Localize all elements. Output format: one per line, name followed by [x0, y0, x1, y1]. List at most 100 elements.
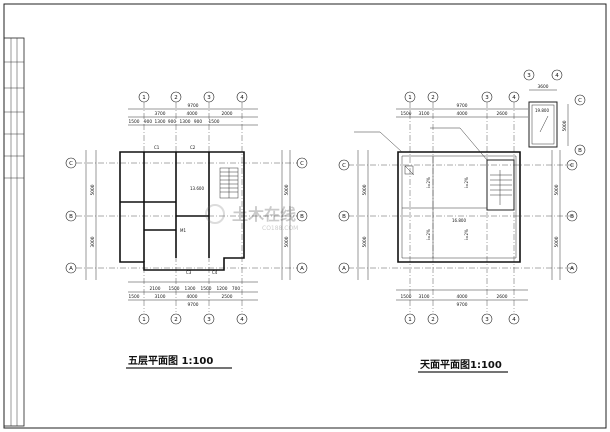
dim-right: 5000 [284, 236, 290, 247]
window-tag: C4 [212, 270, 218, 275]
dim-span-bottom: 3100 [155, 294, 166, 300]
dim-span-bottom: 4000 [457, 294, 468, 300]
slope-label: i=2% [426, 177, 431, 188]
dim-right: 5000 [554, 236, 560, 247]
grid-label: B [342, 214, 346, 220]
grid-label: 2 [174, 317, 178, 323]
right-side-grid: C B A C B A [338, 159, 578, 274]
roof-stair-cover [528, 101, 558, 148]
dim-span-bottom: 1500 [129, 294, 140, 300]
left-bottom-grid: 1 2 3 4 [138, 313, 248, 325]
dim-detail-bottom: 2100 [150, 286, 161, 292]
grid-label: A [342, 266, 346, 272]
grid-label: B [300, 214, 304, 220]
plan-title: 五层平面图 1:100 [128, 355, 213, 367]
plan-title: 天面平面图1:100 [420, 359, 502, 371]
grid-label: 4 [512, 317, 516, 323]
dim-detail-bottom: 700 [232, 286, 240, 292]
grid-label: 4 [555, 73, 559, 79]
grid-label: C [570, 163, 574, 169]
dim-span: 3100 [419, 111, 430, 117]
grid-label: A [69, 266, 73, 272]
grid-label: C [300, 161, 304, 167]
slope-label: i=2% [426, 229, 431, 240]
roof-plan: 3 4 3600 19.800 C B 5000 1 2 3 4 9700 15… [338, 69, 586, 373]
fifth-floor-plan: 1 2 3 4 9700 3700 4000 2000 1500 900 130… [65, 91, 308, 369]
grid-label: A [300, 266, 304, 272]
dim-detail: 1500 [129, 119, 140, 125]
dim-total-top: 9700 [457, 103, 468, 109]
slope-label: i=2% [464, 177, 469, 188]
dim-right: 5000 [554, 184, 560, 195]
dim-span: 1500 [401, 111, 412, 117]
outer-walls [119, 151, 245, 271]
grid-label: B [69, 214, 73, 220]
dim-span-bottom: 3100 [419, 294, 430, 300]
dim-total-bottom: 9700 [457, 302, 468, 308]
roof-dim-top: 3600 [538, 84, 549, 90]
grid-label: 4 [512, 95, 516, 101]
grid-label: 3 [485, 317, 489, 323]
grid-label: 4 [240, 317, 244, 323]
dim-left: 5000 [362, 236, 368, 247]
grid-label: C [578, 98, 582, 104]
dim-left: 5000 [90, 184, 96, 195]
dim-span: 3700 [155, 111, 166, 117]
title-strip [3, 37, 25, 427]
dim-span-bottom: 4000 [187, 294, 198, 300]
right-top-grid: 1 2 3 4 [404, 91, 520, 103]
grid-label: 2 [431, 95, 435, 101]
dim-span: 4000 [187, 111, 198, 117]
dim-span-bottom: 2500 [222, 294, 233, 300]
left-side-grid: C B A C B A [65, 157, 308, 274]
dim-left: 5000 [362, 184, 368, 195]
elevation-label: 13.600 [190, 186, 204, 191]
grid-label: 1 [408, 95, 412, 101]
dim-span: 2600 [497, 111, 508, 117]
grid-label: 1 [408, 317, 412, 323]
dim-left: 3000 [90, 236, 96, 247]
grid-label: 3 [527, 73, 531, 79]
dim-detail: 900 [194, 119, 202, 125]
grid-label: B [570, 214, 574, 220]
watermark-sub: CO188.COM [262, 225, 298, 232]
grid-label: 3 [485, 95, 489, 101]
grid-label: 1 [142, 317, 146, 323]
dim-total-bottom: 9700 [188, 302, 199, 308]
right-bottom-grid: 1 2 3 4 [404, 313, 520, 325]
dim-span: 4000 [457, 111, 468, 117]
grid-label: 4 [240, 95, 244, 101]
dim-span-bottom: 2600 [497, 294, 508, 300]
window-tag: C1 [154, 145, 160, 150]
roof-elevation: 19.800 [535, 108, 549, 113]
grid-label: C [342, 163, 346, 169]
grid-label: 3 [207, 95, 211, 101]
dim-detail: 1300 [155, 119, 166, 125]
dim-span: 2000 [222, 111, 233, 117]
grid-label: B [578, 148, 582, 154]
dim-detail: 900 [144, 119, 152, 125]
dim-detail-bottom: 1500 [169, 286, 180, 292]
dim-detail-bottom: 1500 [201, 286, 212, 292]
grid-label: 2 [174, 95, 178, 101]
grid-label: C [69, 161, 73, 167]
left-top-grid: 1 2 3 4 [138, 91, 248, 103]
roof-parapet [397, 151, 521, 263]
door-tag: M1 [180, 228, 186, 233]
roof-dim-side: 5000 [562, 120, 568, 131]
dim-right: 5000 [284, 184, 290, 195]
watermark: 土木在线 CO188.COM [205, 204, 298, 232]
grid-label: 3 [207, 317, 211, 323]
slope-label: i=2% [464, 229, 469, 240]
grid-label: 1 [142, 95, 146, 101]
grid-label: 2 [431, 317, 435, 323]
dim-total-top: 9700 [188, 103, 199, 109]
dim-detail-bottom: 1200 [217, 286, 228, 292]
dim-detail-bottom: 1300 [185, 286, 196, 292]
dim-detail: 1500 [209, 119, 220, 125]
stair [219, 167, 239, 199]
roof-stair [486, 159, 515, 211]
dim-span-bottom: 1500 [401, 294, 412, 300]
dim-detail: 1300 [180, 119, 191, 125]
